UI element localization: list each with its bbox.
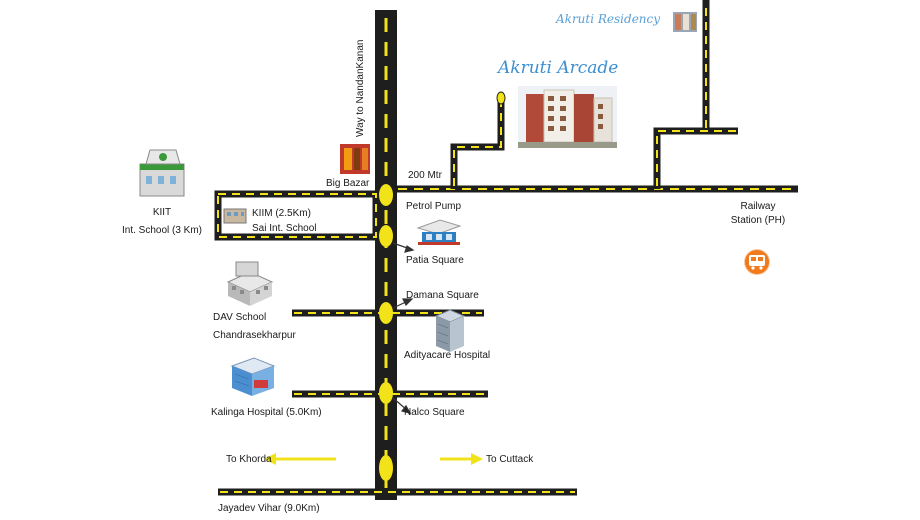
to-cuttack-label: To Cuttack <box>486 454 534 465</box>
junction-markers <box>379 184 393 481</box>
nalco-square-label: Nalco Square <box>404 407 465 418</box>
sai-school-label: Sai Int. School <box>252 223 317 234</box>
to-cuttack-arrow <box>440 453 483 465</box>
railway-station-label: Station (PH) <box>730 215 786 226</box>
kiit-building-icon <box>139 149 185 197</box>
jayadev-vihar-label: Jayadev Vihar (9.0Km) <box>218 503 320 514</box>
distance-200-label: 200 Mtr <box>408 170 442 181</box>
hospital-icon <box>434 309 466 352</box>
akruti-residency-building-photo <box>673 12 697 32</box>
railway-station-icon <box>743 248 771 276</box>
akruti-arcade-title: Akruti Arcade <box>498 58 619 78</box>
chandrasekharpur-label: Chandrasekharpur <box>213 330 296 341</box>
pointer-arrows <box>392 242 415 414</box>
to-khorda-arrow <box>264 453 336 465</box>
akruti-residency-branch <box>653 0 738 189</box>
big-bazar-store-icon <box>340 144 370 174</box>
kiim-label: KIIM (2.5Km) <box>252 208 311 219</box>
kiim-building-icon <box>223 208 247 224</box>
dav-school-building-icon <box>226 261 274 306</box>
akruti-arcade-branch <box>450 91 506 189</box>
railway-label: Railway <box>740 201 776 212</box>
akruti-residency-title: Akruti Residency <box>556 12 661 26</box>
kiit-label: KIIT <box>152 207 172 218</box>
kiit-loop-road <box>214 190 380 241</box>
petrol-pump-icon <box>416 219 462 245</box>
damana-square-label: Damana Square <box>406 290 479 301</box>
kalinga-hospital-icon <box>230 357 276 396</box>
big-bazar-label: Big Bazar <box>326 178 370 189</box>
patia-square-label: Patia Square <box>406 255 464 266</box>
to-khorda-label: To Khorda <box>226 454 272 465</box>
kalinga-hospital-label: Kalinga Hospital (5.0Km) <box>211 407 322 418</box>
adityacare-hospital-label: Adityacare Hospital <box>404 350 491 361</box>
way-to-nandankanan-label: Way to NandanKanan <box>355 39 366 137</box>
akruti-arcade-building-photo <box>518 86 617 148</box>
petrol-pump-label: Petrol Pump <box>406 201 462 212</box>
dav-school-label: DAV School <box>213 312 267 323</box>
kiit-school-label: Int. School (3 Km) <box>121 225 203 236</box>
